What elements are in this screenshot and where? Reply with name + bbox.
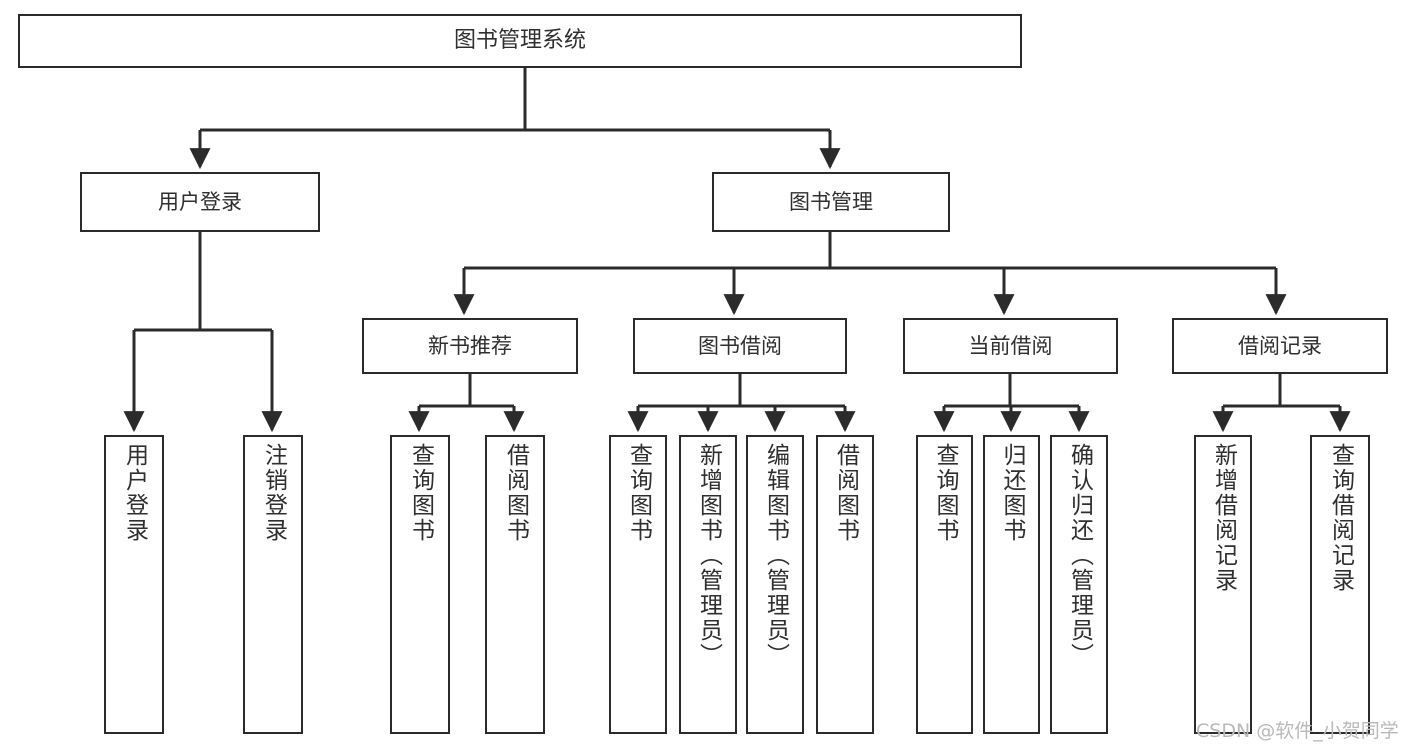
leaf-query-borrow-record[interactable]: 查询借阅记录 (1310, 435, 1370, 734)
node-borrow-record-label: 借阅记录 (1238, 333, 1322, 358)
node-root-label: 图书管理系统 (453, 28, 586, 54)
leaf-logout-label: 注销登录 (260, 443, 287, 543)
node-user-login-label: 用户登录 (158, 189, 242, 214)
edge-group-borrow-record (1212, 374, 1351, 433)
node-book-borrow-label: 图书借阅 (698, 333, 782, 358)
edge-group-current-borrow (933, 374, 1090, 433)
leaf-query-book-borrow-label: 查询图书 (625, 443, 652, 543)
leaf-query-book-rec[interactable]: 查询图书 (390, 435, 450, 734)
leaf-borrow-book-label: 借阅图书 (832, 443, 859, 543)
node-user-login[interactable]: 用户登录 (80, 172, 320, 232)
leaf-confirm-return-admin-label: 确认归还（管理员） (1066, 443, 1093, 668)
leaf-borrow-book[interactable]: 借阅图书 (816, 435, 874, 734)
leaf-query-book-borrow[interactable]: 查询图书 (609, 435, 667, 734)
leaf-logout[interactable]: 注销登录 (243, 435, 303, 734)
node-borrow-record[interactable]: 借阅记录 (1172, 318, 1388, 374)
leaf-add-borrow-record-label: 新增借阅记录 (1210, 443, 1237, 593)
node-new-book-recommend-label: 新书推荐 (428, 333, 512, 358)
edge-group-root (189, 68, 841, 170)
leaf-add-borrow-record[interactable]: 新增借阅记录 (1194, 435, 1252, 734)
node-current-borrow-label: 当前借阅 (968, 333, 1053, 358)
node-new-book-recommend[interactable]: 新书推荐 (362, 318, 578, 374)
node-book-borrow[interactable]: 图书借阅 (633, 318, 847, 374)
leaf-return-book-label: 归还图书 (999, 443, 1025, 543)
node-root[interactable]: 图书管理系统 (18, 14, 1022, 68)
edge-group-new-book-rec (408, 374, 525, 433)
edge-group-book-mgmt (453, 232, 1287, 316)
leaf-add-book-admin-label: 新增图书（管理员） (695, 443, 722, 668)
leaf-edit-book-admin-label: 编辑图书（管理员） (762, 443, 789, 668)
node-book-management-label: 图书管理 (789, 189, 873, 214)
leaf-confirm-return-admin[interactable]: 确认归还（管理员） (1050, 435, 1108, 734)
edge-group-user-login (123, 232, 283, 433)
node-current-borrow[interactable]: 当前借阅 (903, 318, 1118, 374)
leaf-query-book-current[interactable]: 查询图书 (916, 435, 973, 734)
leaf-borrow-book-rec-label: 借阅图书 (502, 443, 529, 543)
leaf-query-book-rec-label: 查询图书 (407, 443, 434, 543)
leaf-query-book-current-label: 查询图书 (932, 443, 958, 543)
leaf-edit-book-admin[interactable]: 编辑图书（管理员） (746, 435, 804, 734)
leaf-query-borrow-record-label: 查询借阅记录 (1327, 443, 1354, 593)
leaf-user-login-label: 用户登录 (121, 443, 148, 543)
leaf-add-book-admin[interactable]: 新增图书（管理员） (679, 435, 737, 734)
edge-group-book-borrow (627, 374, 856, 433)
leaf-borrow-book-rec[interactable]: 借阅图书 (485, 435, 545, 734)
leaf-user-login[interactable]: 用户登录 (104, 435, 164, 734)
leaf-return-book[interactable]: 归还图书 (983, 435, 1040, 734)
csdn-watermark: CSDN @软件_小贺同学 (1196, 720, 1399, 742)
node-book-management[interactable]: 图书管理 (712, 172, 950, 232)
